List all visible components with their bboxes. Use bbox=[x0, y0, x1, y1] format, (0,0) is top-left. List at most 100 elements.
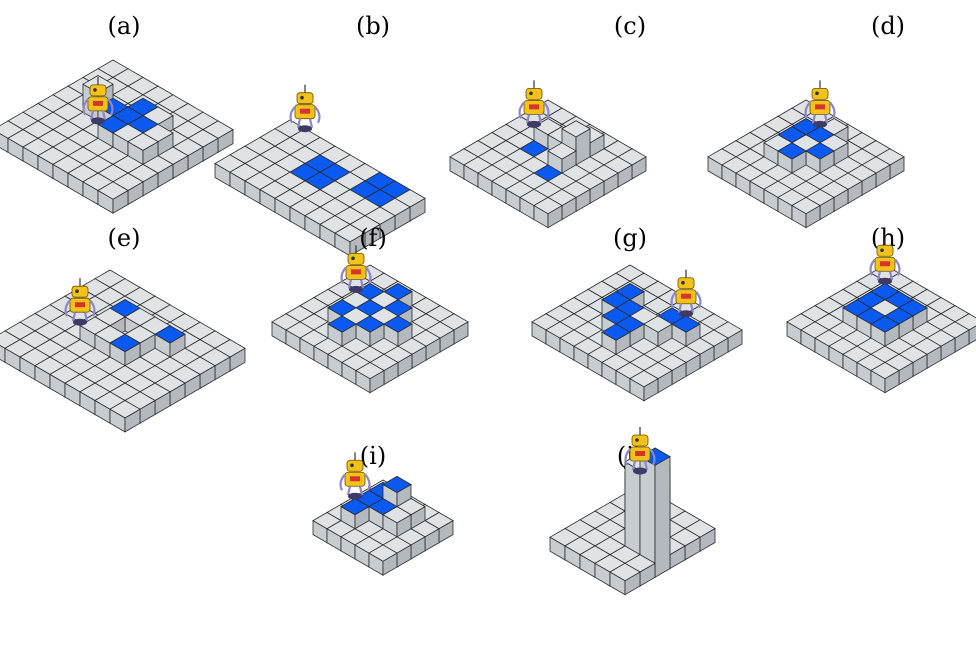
tile-right-face bbox=[700, 529, 715, 552]
tile-right-face bbox=[655, 467, 670, 560]
goal-tile bbox=[640, 448, 670, 465]
tile-left-face bbox=[640, 478, 655, 543]
floor-tile bbox=[580, 546, 610, 563]
tile-left-face bbox=[625, 563, 640, 586]
tile-left-face bbox=[685, 529, 700, 552]
floor-tile bbox=[655, 502, 685, 519]
goal-tile bbox=[640, 480, 670, 497]
tile-left-face bbox=[595, 529, 610, 552]
tile bbox=[625, 471, 655, 516]
tile bbox=[565, 537, 595, 568]
tile-left-face bbox=[565, 546, 580, 569]
tile-right-face bbox=[640, 483, 655, 534]
floor-tile bbox=[655, 537, 685, 554]
tile-right-face bbox=[580, 529, 595, 552]
floor-tile bbox=[625, 474, 655, 491]
floor-tile bbox=[565, 537, 595, 554]
floor-tile bbox=[595, 555, 625, 572]
floor-tile bbox=[670, 529, 700, 546]
tile-right-face bbox=[655, 478, 670, 543]
tile-left-face bbox=[580, 520, 595, 543]
tile-left-face bbox=[565, 529, 580, 552]
tile-left-face bbox=[625, 473, 640, 552]
tile-left-face bbox=[640, 488, 655, 525]
tile-left-face bbox=[595, 563, 610, 586]
tile-left-face bbox=[655, 546, 670, 569]
tile-right-face bbox=[625, 520, 640, 543]
floor-tile bbox=[610, 494, 640, 511]
tile-left-face bbox=[670, 520, 685, 543]
floor-tile bbox=[670, 511, 700, 528]
tile-left-face bbox=[670, 537, 685, 560]
tile bbox=[565, 520, 595, 551]
tile-right-face bbox=[670, 529, 685, 552]
tile bbox=[580, 546, 610, 577]
floor-tile bbox=[610, 563, 640, 580]
tile bbox=[610, 511, 640, 542]
tile-right-face bbox=[685, 520, 700, 543]
tile bbox=[655, 520, 685, 551]
tile bbox=[580, 511, 610, 542]
floor-tile bbox=[580, 529, 610, 546]
tile-right-face bbox=[610, 529, 625, 552]
tile bbox=[595, 555, 625, 586]
floor-tile bbox=[655, 520, 685, 537]
tile bbox=[580, 529, 610, 560]
tile bbox=[610, 546, 640, 577]
floor-tile bbox=[610, 529, 640, 546]
tile-left-face bbox=[625, 483, 640, 534]
tile-right-face bbox=[670, 511, 685, 534]
tile bbox=[670, 529, 700, 560]
floor-tile bbox=[625, 555, 655, 572]
tile bbox=[550, 529, 580, 560]
tile-left-face bbox=[580, 537, 595, 560]
tile bbox=[610, 563, 640, 594]
tile-right-face bbox=[595, 520, 610, 543]
tile-right-face bbox=[625, 537, 640, 560]
floor-tile bbox=[580, 511, 610, 528]
tile-left-face bbox=[550, 537, 565, 560]
tile-right-face bbox=[640, 473, 655, 552]
tile-right-face bbox=[640, 480, 655, 517]
tile bbox=[640, 469, 670, 542]
tile-right-face bbox=[670, 546, 685, 569]
tile bbox=[625, 474, 655, 533]
tile bbox=[595, 502, 625, 533]
floor-tile bbox=[610, 546, 640, 563]
tile-left-face bbox=[655, 511, 670, 534]
panel-label-j: (j) bbox=[617, 442, 643, 470]
tile bbox=[595, 537, 625, 568]
tile-left-face bbox=[610, 537, 625, 560]
tile-left-face bbox=[595, 546, 610, 569]
tile-left-face bbox=[610, 572, 625, 595]
floor-tile bbox=[625, 471, 655, 488]
tile-right-face bbox=[565, 537, 580, 560]
tile bbox=[655, 502, 685, 533]
floor-tile bbox=[565, 520, 595, 537]
floor-tile bbox=[595, 502, 625, 519]
tile-right-face bbox=[595, 537, 610, 560]
tile-left-face bbox=[655, 529, 670, 552]
tile-right-face bbox=[625, 555, 640, 578]
floor-tile bbox=[685, 520, 715, 537]
tile-right-face bbox=[640, 462, 655, 569]
tile-left-face bbox=[610, 555, 625, 578]
tile bbox=[670, 511, 700, 542]
tile-right-face bbox=[580, 546, 595, 569]
tile-right-face bbox=[625, 572, 640, 595]
floor-tile bbox=[595, 520, 625, 537]
tile bbox=[685, 520, 715, 551]
tile bbox=[610, 494, 640, 525]
tile-right-face bbox=[595, 555, 610, 578]
tile bbox=[640, 448, 670, 577]
tile-right-face bbox=[655, 457, 670, 578]
tile bbox=[595, 520, 625, 551]
tile-left-face bbox=[595, 511, 610, 534]
tile bbox=[625, 464, 655, 551]
tile-left-face bbox=[625, 462, 640, 569]
tile-left-face bbox=[610, 502, 625, 525]
tile-left-face bbox=[640, 467, 655, 560]
tile-right-face bbox=[610, 563, 625, 586]
tile bbox=[610, 529, 640, 560]
